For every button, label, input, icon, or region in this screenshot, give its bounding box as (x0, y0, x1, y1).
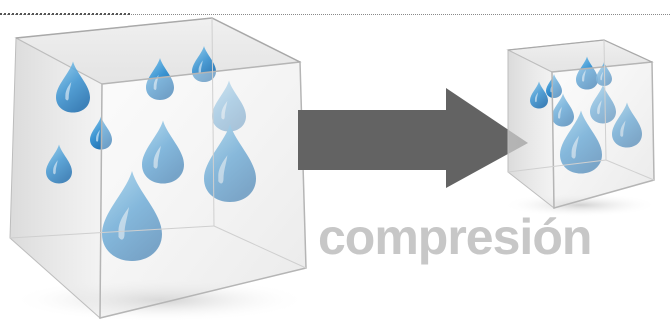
right-arrow-icon (298, 88, 528, 188)
compression-caption: compresión (318, 212, 608, 262)
small-cube-icon (502, 40, 658, 217)
large-cube-icon (10, 18, 310, 322)
